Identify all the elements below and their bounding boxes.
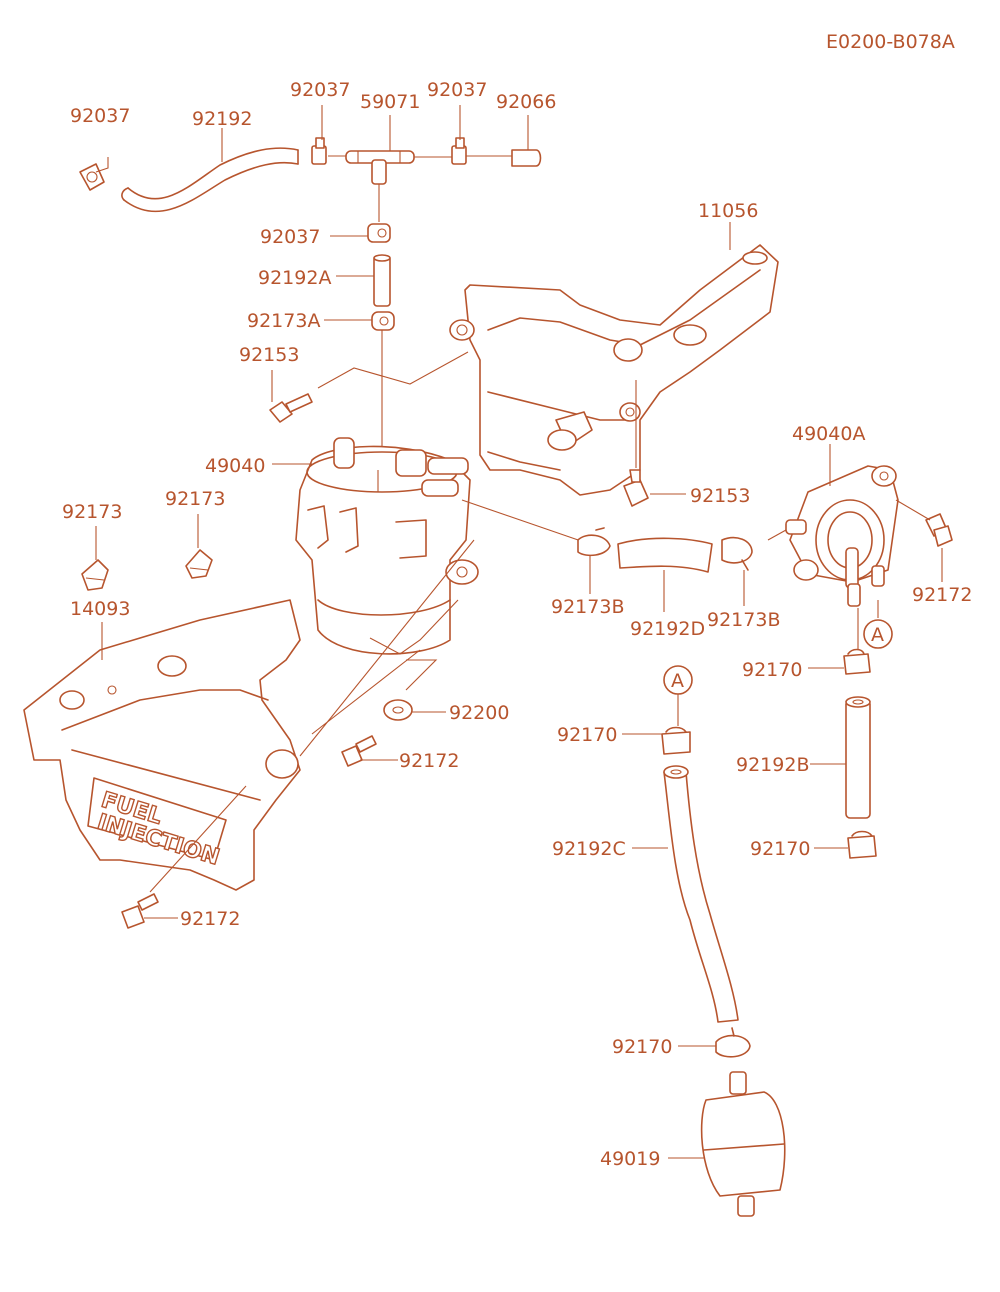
label-92037-mid: 92037 xyxy=(260,226,320,248)
cap-92066[interactable] xyxy=(511,149,542,167)
label-92173B-left: 92173B xyxy=(551,596,624,618)
fuel-filter-49019[interactable] xyxy=(700,1071,786,1217)
label-92153-right: 92153 xyxy=(690,485,750,507)
clamp-92170-c[interactable] xyxy=(847,830,877,859)
bolt-92153-left[interactable] xyxy=(269,393,313,423)
tee-fitting-59071[interactable] xyxy=(345,150,415,185)
label-92153-left: 92153 xyxy=(239,344,299,366)
clamp-92170-a[interactable] xyxy=(843,648,871,675)
fuel-pump-49040A[interactable] xyxy=(785,465,899,607)
label-92172-bottom: 92172 xyxy=(180,908,240,930)
hose-92192D[interactable] xyxy=(617,537,713,573)
label-92170-d: 92170 xyxy=(612,1036,672,1058)
clamp-92037-top-1[interactable] xyxy=(311,137,327,165)
label-92192B: 92192B xyxy=(736,754,809,776)
clamp-92037-mid[interactable] xyxy=(367,223,391,243)
label-11056: 11056 xyxy=(698,200,758,222)
diagram-id: E0200-B078A xyxy=(826,31,955,53)
screw-92172-right[interactable] xyxy=(925,513,953,547)
label-92172-right: 92172 xyxy=(912,584,972,606)
hose-92192B[interactable] xyxy=(845,696,871,819)
clamp-92173B-right[interactable] xyxy=(721,536,753,571)
bracket-11056[interactable] xyxy=(449,244,779,496)
clamp-92037-left[interactable] xyxy=(79,163,105,191)
label-92172-mid: 92172 xyxy=(399,750,459,772)
screw-92172-bottom[interactable] xyxy=(121,893,159,929)
label-14093: 14093 xyxy=(70,598,130,620)
label-92192D: 92192D xyxy=(630,618,705,640)
clamp-92173B-left[interactable] xyxy=(577,527,611,557)
label-49040A: 49040A xyxy=(792,423,865,445)
fuel-canister-49040[interactable] xyxy=(295,437,479,655)
hose-92192C[interactable] xyxy=(663,765,739,1023)
label-92192: 92192 xyxy=(192,108,252,130)
label-92173-b: 92173 xyxy=(165,488,225,510)
label-92066: 92066 xyxy=(496,91,556,113)
label-59071: 59071 xyxy=(360,91,420,113)
connector-label-a-right: A xyxy=(871,624,884,646)
cover-14093[interactable] xyxy=(23,599,301,891)
screw-92172-mid[interactable] xyxy=(341,735,377,767)
hose-92192A[interactable] xyxy=(373,254,391,307)
label-92170-a: 92170 xyxy=(742,659,802,681)
label-92192A: 92192A xyxy=(258,267,331,289)
connector-label-a-left: A xyxy=(671,670,684,692)
washer-92200[interactable] xyxy=(383,699,413,721)
label-49040: 49040 xyxy=(205,455,265,477)
clip-92173-b[interactable] xyxy=(185,549,213,579)
label-92192C: 92192C xyxy=(552,838,626,860)
clamp-92170-b[interactable] xyxy=(661,726,691,755)
label-92173-a: 92173 xyxy=(62,501,122,523)
label-49019: 49019 xyxy=(600,1148,660,1170)
clamp-92037-top-2[interactable] xyxy=(451,137,467,165)
label-92037-top-1: 92037 xyxy=(290,79,350,101)
hose-92192[interactable] xyxy=(121,147,299,213)
bolt-92153-right[interactable] xyxy=(623,469,649,507)
label-92200: 92200 xyxy=(449,702,509,724)
label-92170-b: 92170 xyxy=(557,724,617,746)
clip-92173-a[interactable] xyxy=(81,559,109,591)
label-92173B-right: 92173B xyxy=(707,609,780,631)
label-92037-left: 92037 xyxy=(70,105,130,127)
clamp-92173A[interactable] xyxy=(371,311,395,331)
label-92173A: 92173A xyxy=(247,310,320,332)
label-92170-c: 92170 xyxy=(750,838,810,860)
connector-mark-a-right xyxy=(863,619,893,649)
label-92037-top-2: 92037 xyxy=(427,79,487,101)
clamp-92170-d[interactable] xyxy=(715,1027,751,1058)
